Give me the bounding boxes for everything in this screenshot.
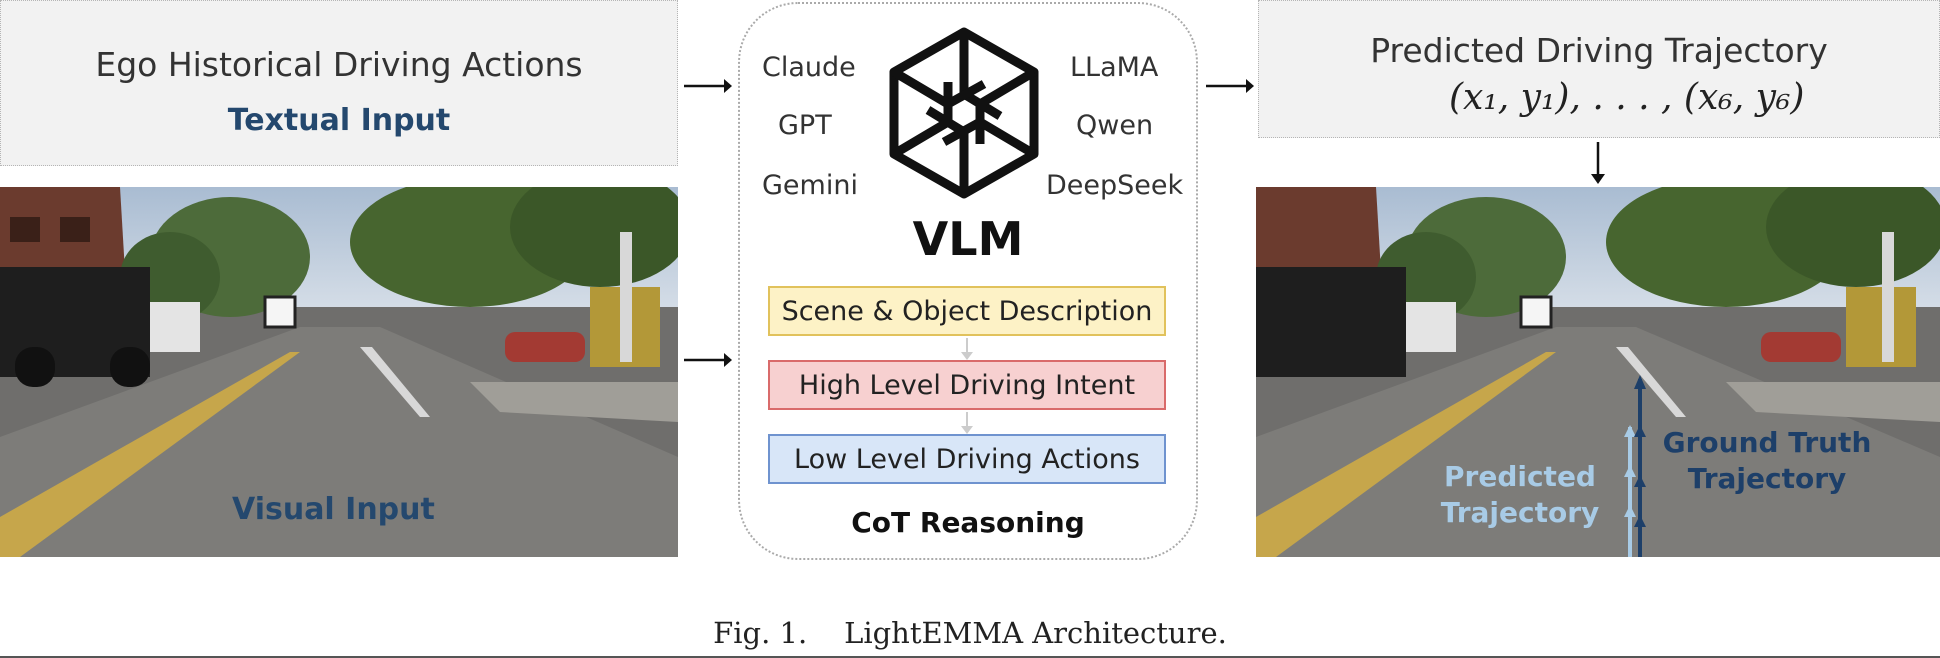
street-scene-image [0, 187, 678, 557]
street-scene-output-image [1256, 187, 1940, 557]
arrow-vlm-to-output [1206, 74, 1254, 98]
visual-input-label: Visual Input [232, 492, 435, 527]
trajectory-scene: Predicted Trajectory Ground Truth Trajec… [1256, 187, 1940, 557]
stage-scene-description: Scene & Object Description [768, 286, 1166, 336]
arrow-output-to-scene [1586, 142, 1610, 190]
model-label-claude: Claude [762, 52, 856, 83]
model-label-llama: LLaMA [1070, 52, 1159, 83]
stage-low-level-actions: Low Level Driving Actions [768, 434, 1166, 484]
model-label-gpt: GPT [778, 110, 832, 141]
bottom-rule [0, 656, 1940, 658]
model-label-qwen: Qwen [1076, 110, 1154, 141]
predicted-trajectory-label: Predicted Trajectory [1440, 459, 1600, 531]
ground-truth-label-line-2: Trajectory [1687, 462, 1847, 495]
trajectory-formula: (x₁, y₁), . . . , (x₆, y₆) [1449, 77, 1805, 118]
predicted-label-line-1: Predicted [1444, 460, 1596, 493]
ground-truth-label: Ground Truth Trajectory [1652, 425, 1882, 497]
cot-reasoning-label: CoT Reasoning [851, 506, 1085, 539]
stage-arrow-2 [958, 412, 976, 440]
predicted-trajectory-title: Predicted Driving Trajectory [1370, 31, 1828, 70]
stage-arrow-1 [958, 338, 976, 366]
stage-high-level-intent: High Level Driving Intent [768, 360, 1166, 410]
visual-input-scene: Visual Input [0, 187, 678, 557]
textual-input-box: Ego Historical Driving Actions Textual I… [0, 0, 678, 166]
vlm-logo-icon [880, 24, 1048, 206]
vlm-title: VLM [912, 212, 1024, 266]
arrow-text-to-vlm [684, 74, 732, 98]
figure-caption: Fig. 1. LightEMMA Architecture. [713, 616, 1227, 650]
model-label-gemini: Gemini [762, 170, 858, 201]
textual-input-title: Ego Historical Driving Actions [95, 45, 583, 84]
arrow-image-to-vlm [684, 348, 732, 372]
model-label-deepseek: DeepSeek [1046, 170, 1184, 201]
ground-truth-label-line-1: Ground Truth [1662, 426, 1872, 459]
textual-input-label: Textual Input [227, 103, 451, 138]
predicted-label-line-2: Trajectory [1440, 496, 1600, 529]
vlm-container [738, 2, 1198, 560]
predicted-trajectory-box: Predicted Driving Trajectory (x₁, y₁), .… [1258, 0, 1940, 138]
